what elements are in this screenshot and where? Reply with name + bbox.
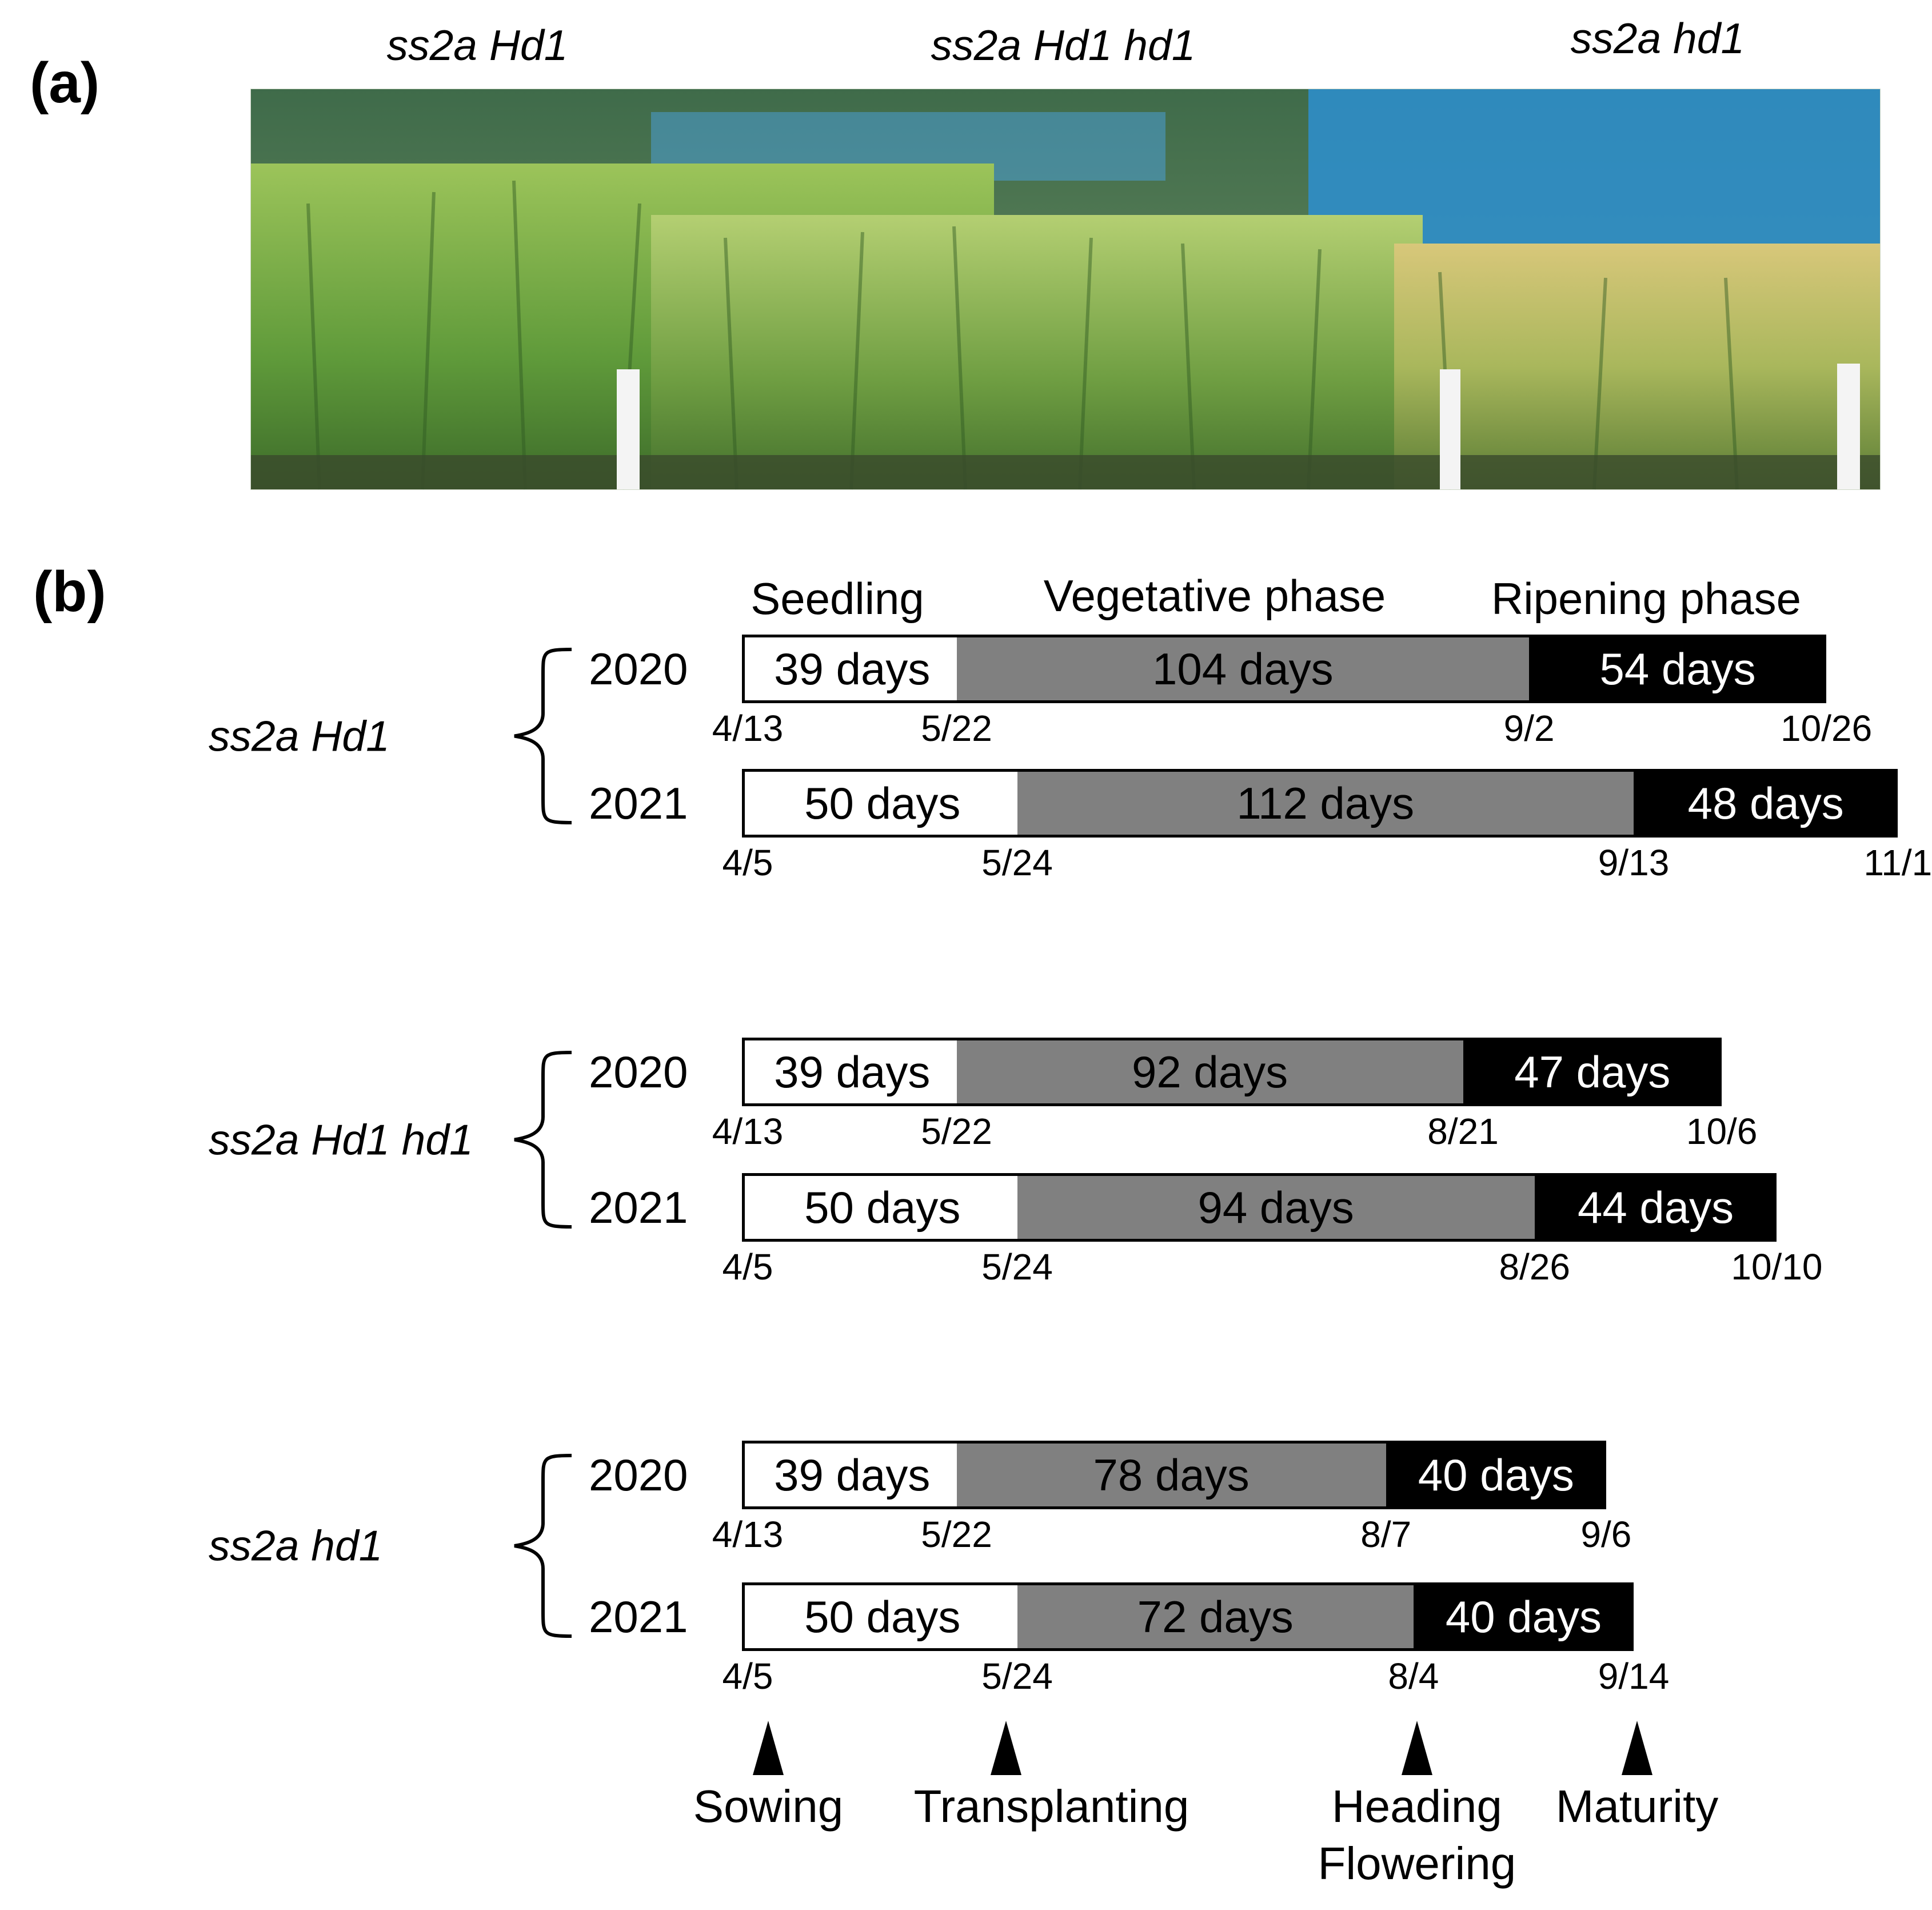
phase-segment: 44 days [1534, 1176, 1777, 1239]
date-label: 5/22 [921, 708, 992, 749]
date-label: 4/5 [722, 1246, 773, 1287]
event-marker-arrow [1401, 1721, 1432, 1775]
date-label: 10/6 [1686, 1111, 1758, 1152]
photo-genotype-label-2: ss2a Hd1 hd1 [931, 21, 1196, 69]
phase-segment: 50 days [745, 772, 1020, 835]
phase-segment: 47 days [1463, 1040, 1722, 1103]
date-label: 10/10 [1731, 1246, 1823, 1287]
phase-header-seedling: Seedling [751, 573, 924, 624]
phase-segment: 39 days [745, 637, 960, 700]
group-brace-path [514, 1051, 572, 1229]
year-label: 2021 [589, 1592, 688, 1642]
date-label: 4/13 [712, 1514, 784, 1555]
date-label: 8/21 [1427, 1111, 1499, 1152]
phase-segment: 48 days [1634, 772, 1898, 835]
date-label: 4/13 [712, 1111, 784, 1152]
year-label: 2020 [589, 1047, 688, 1097]
date-label: 8/7 [1360, 1514, 1412, 1555]
panel-b-label: (b) [33, 560, 106, 624]
rice-field-illustration [251, 89, 1880, 490]
date-label: 4/13 [712, 708, 784, 749]
date-label: 5/24 [981, 1656, 1053, 1697]
date-label: 4/5 [722, 1656, 773, 1697]
date-label: 11/1 [1863, 842, 1932, 883]
year-label: 2021 [589, 1182, 688, 1233]
group-brace [514, 1051, 572, 1229]
rice-field-photo [250, 89, 1881, 490]
date-label: 9/14 [1598, 1656, 1670, 1697]
phase-segment: 94 days [1017, 1176, 1535, 1239]
date-label: 5/24 [981, 1246, 1053, 1287]
genotype-label: ss2a hd1 [209, 1521, 383, 1570]
date-label: 8/4 [1388, 1656, 1439, 1697]
date-label: 9/2 [1503, 708, 1555, 749]
event-marker-arrow [753, 1721, 784, 1775]
date-label: 5/24 [981, 842, 1053, 883]
event-marker-arrow [990, 1721, 1021, 1775]
genotype-label: ss2a Hd1 hd1 [209, 1115, 473, 1163]
photo-genotype-label-3: ss2a hd1 [1570, 14, 1745, 62]
group-brace-path [514, 648, 572, 824]
phase-segment: 78 days [956, 1444, 1386, 1506]
phase-segment: 50 days [745, 1585, 1020, 1648]
event-label: Maturity [1555, 1781, 1719, 1832]
phase-segment: 104 days [956, 637, 1530, 700]
group-brace [514, 1454, 572, 1638]
event-label: Transplanting [913, 1781, 1189, 1832]
phase-segment: 92 days [956, 1040, 1463, 1103]
year-label: 2020 [589, 1450, 688, 1500]
date-label: 8/26 [1499, 1246, 1570, 1287]
genotype-label: ss2a Hd1 [209, 712, 390, 760]
date-label: 5/22 [921, 1111, 992, 1152]
year-label: 2021 [589, 778, 688, 828]
event-marker-arrow [1622, 1721, 1653, 1775]
phase-segment: 112 days [1017, 772, 1634, 835]
date-label: 9/6 [1580, 1514, 1632, 1555]
phase-segment: 40 days [1386, 1444, 1606, 1506]
phase-header-ripening: Ripening phase [1491, 573, 1802, 624]
phase-segment: 39 days [745, 1040, 960, 1103]
date-label: 10/26 [1781, 708, 1873, 749]
phase-segment: 54 days [1529, 637, 1827, 700]
event-label: Sowing [693, 1781, 844, 1832]
phase-header-vegetative: Vegetative phase [1043, 571, 1386, 621]
date-label: 9/13 [1598, 842, 1670, 883]
phase-segment: 39 days [745, 1444, 960, 1506]
photo-genotype-label-1: ss2a Hd1 [386, 21, 568, 69]
phase-segment: 72 days [1017, 1585, 1414, 1648]
phase-segment: 40 days [1413, 1585, 1634, 1648]
group-brace-path [514, 1454, 572, 1638]
date-label: 5/22 [921, 1514, 992, 1555]
year-label: 2020 [589, 644, 688, 694]
date-label: 4/5 [722, 842, 773, 883]
phase-segment: 50 days [745, 1176, 1020, 1239]
group-brace [514, 648, 572, 824]
panel-a-label: (a) [30, 51, 100, 115]
